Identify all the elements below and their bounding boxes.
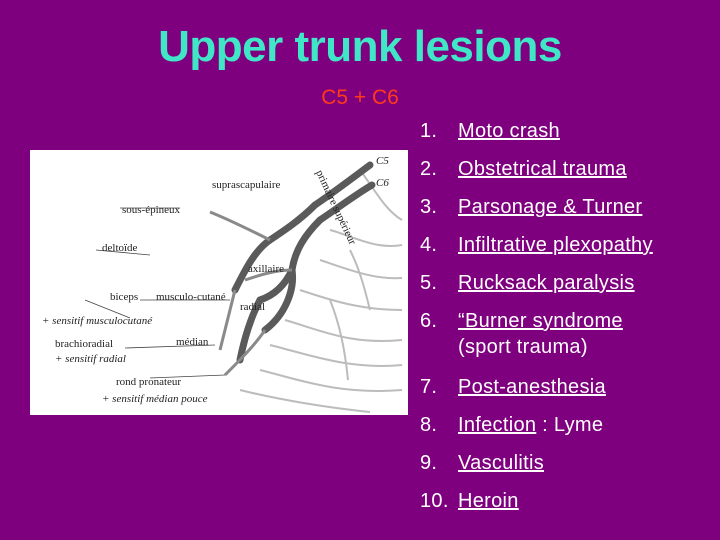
item-suffix: : Lyme <box>536 414 604 436</box>
plexus-drawing: C5 C6 primaire supérieur suprascapulaire… <box>42 155 403 413</box>
label-rond-pronateur: rond pronateur <box>116 376 181 388</box>
label-biceps: biceps <box>110 291 138 303</box>
list-item: 6. “Burner syndrome (sport trauma) <box>420 308 715 360</box>
list-item: 1. Moto crash <box>420 118 715 144</box>
label-sensitif-radial: + sensitif radial <box>55 353 126 365</box>
brachial-plexus-figure: C5 C6 primaire supérieur suprascapulaire… <box>30 150 408 415</box>
label-median: médian <box>176 336 209 348</box>
nerve-branches <box>209 210 293 377</box>
item-number: 3. <box>420 196 438 218</box>
label-sous-epineux: sous-épineux <box>122 204 181 216</box>
item-number: 10. <box>420 490 449 512</box>
slide-subtitle: C5 + C6 <box>321 86 399 109</box>
item-text: Infiltrative plexopathy <box>458 234 653 256</box>
item-text: Post-anesthesia <box>458 376 606 398</box>
item-number: 1. <box>420 120 438 142</box>
item-text: Rucksack paralysis <box>458 272 635 294</box>
causes-list: 1. Moto crash 2. Obstetrical trauma 3. Pars… <box>420 118 715 526</box>
item-text: Infection <box>458 414 537 436</box>
label-suprascapulaire: suprascapulaire <box>212 179 281 191</box>
item-number: 8. <box>420 414 438 436</box>
list-item: 7. Post-anesthesia <box>420 374 715 400</box>
item-text: “Burner syndrome <box>458 310 623 332</box>
label-sensitif-musculocutane: + sensitif musculocutané <box>42 315 153 327</box>
list-item: 8. Infection : Lyme <box>420 412 715 438</box>
list-item: 10. Heroin <box>420 488 715 514</box>
item-number: 7. <box>420 376 438 398</box>
item-number: 4. <box>420 234 438 256</box>
label-sensitif-median-pouce: + sensitif médian pouce <box>102 393 208 405</box>
list-item: 3. Parsonage & Turner <box>420 194 715 220</box>
label-radial: radial <box>240 301 265 313</box>
list-item: 2. Obstetrical trauma <box>420 156 715 182</box>
item-text: Moto crash <box>458 120 560 142</box>
item-text: Vasculitis <box>458 452 544 474</box>
item-suffix: (sport trauma) <box>458 336 588 358</box>
label-axillaire: axillaire <box>248 263 284 275</box>
list-item: 9. Vasculitis <box>420 450 715 476</box>
label-c5: C5 <box>376 155 389 167</box>
leader-lines <box>84 207 230 379</box>
label-musculocutane: musculo-cutané <box>156 291 226 303</box>
list-item: 4. Infiltrative plexopathy <box>420 232 715 258</box>
slide-title: Upper trunk lesions <box>158 22 562 71</box>
item-number: 9. <box>420 452 438 474</box>
item-number: 6. <box>420 310 438 332</box>
label-deltoide: deltoïde <box>102 242 138 254</box>
item-number: 2. <box>420 158 438 180</box>
item-text: Obstetrical trauma <box>458 158 627 180</box>
item-text: Heroin <box>458 490 519 512</box>
list-item: 5. Rucksack paralysis <box>420 270 715 296</box>
item-number: 5. <box>420 272 438 294</box>
background-branches <box>239 169 403 413</box>
item-text: Parsonage & Turner <box>458 196 643 218</box>
label-brachioradial: brachioradial <box>55 338 113 350</box>
label-c6: C6 <box>376 177 389 189</box>
